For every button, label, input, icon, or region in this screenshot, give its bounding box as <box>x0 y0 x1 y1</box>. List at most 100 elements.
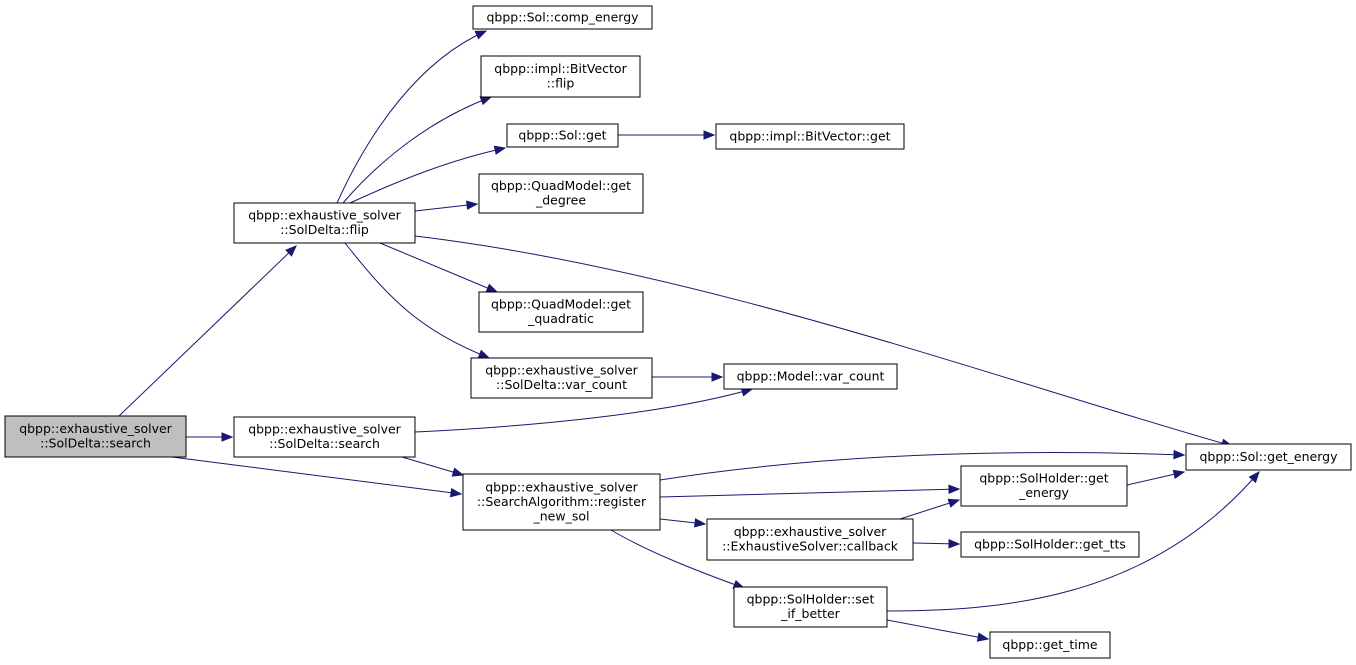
node-n2[interactable]: qbpp::exhaustive_solver::SolDelta::searc… <box>233 416 416 458</box>
arrowhead-icon <box>1173 449 1186 460</box>
edge-n14-to-n10 <box>1126 469 1186 486</box>
node-box <box>706 518 914 561</box>
node-label: qbpp::exhaustive_solver <box>19 421 172 436</box>
node-n1[interactable]: qbpp::exhaustive_solver::SolDelta::flip <box>233 202 416 244</box>
edges-layer <box>118 30 1260 642</box>
edge-n0-to-n1 <box>118 245 297 417</box>
node-box <box>4 415 187 458</box>
node-label: qbpp::QuadModel::get <box>491 178 631 193</box>
node-n17[interactable]: qbpp::get_time <box>989 631 1111 659</box>
arrowhead-icon <box>1172 469 1186 479</box>
node-n7[interactable]: qbpp::QuadModel::get_degree <box>478 173 644 214</box>
node-label: qbpp::exhaustive_solver <box>248 422 401 437</box>
arrowhead-icon <box>948 539 961 549</box>
edge-n2-to-n3 <box>401 456 465 477</box>
node-box <box>480 55 641 98</box>
node-n6[interactable]: qbpp::Sol::get <box>506 123 619 148</box>
edge-n1-to-n6 <box>349 145 507 204</box>
edge-line <box>349 147 506 204</box>
node-box <box>960 465 1128 507</box>
node-n13[interactable]: qbpp::exhaustive_solver::ExhaustiveSolve… <box>706 518 914 561</box>
node-box <box>478 291 644 333</box>
edge-line <box>610 529 745 589</box>
node-label: ::SolDelta::var_count <box>496 377 627 392</box>
node-label: qbpp::QuadModel::get <box>491 297 631 312</box>
node-n3[interactable]: qbpp::exhaustive_solver::SearchAlgorithm… <box>462 473 661 531</box>
arrowhead-icon <box>703 130 716 140</box>
edge-n1-to-n8 <box>379 242 499 293</box>
edge-line <box>344 242 490 359</box>
edge-line <box>414 388 753 433</box>
node-box <box>715 123 905 150</box>
edge-n1-to-n10 <box>414 235 1234 448</box>
edge-n1-to-n5 <box>342 96 493 204</box>
edge-n1-to-n7 <box>414 200 479 212</box>
node-n8[interactable]: qbpp::QuadModel::get_quadratic <box>478 291 644 333</box>
edge-line <box>379 242 498 293</box>
node-n11[interactable]: qbpp::impl::BitVector::get <box>715 123 905 150</box>
edge-line <box>414 235 1233 447</box>
edge-n1-to-n9 <box>344 242 491 359</box>
node-n5[interactable]: qbpp::impl::BitVector::flip <box>480 55 641 98</box>
node-label: qbpp::Sol::get_energy <box>1200 449 1339 464</box>
node-label: qbpp::exhaustive_solver <box>485 363 638 378</box>
node-n12[interactable]: qbpp::Model::var_count <box>723 363 898 390</box>
node-label: qbpp::impl::BitVector <box>494 61 627 76</box>
node-box <box>506 123 619 148</box>
node-label: qbpp::SolHolder::get <box>979 471 1108 486</box>
node-box <box>470 357 653 399</box>
arrowhead-icon <box>711 372 724 382</box>
node-box <box>233 202 416 244</box>
node-label: _new_sol <box>533 508 590 523</box>
arrowhead-icon <box>451 467 465 477</box>
node-label: ::flip <box>547 76 575 91</box>
node-label: ::SolDelta::flip <box>280 222 369 237</box>
edge-line <box>342 96 492 204</box>
edge-n1-to-n4 <box>336 30 488 204</box>
node-box <box>723 363 898 390</box>
nodes-layer: qbpp::exhaustive_solver::SolDelta::searc… <box>4 5 1352 659</box>
arrowhead-icon <box>485 283 499 293</box>
arrowhead-icon <box>221 432 234 442</box>
edge-n3-to-n13 <box>659 518 707 528</box>
node-box <box>462 473 661 531</box>
node-n15[interactable]: qbpp::SolHolder::set_if_better <box>733 586 888 628</box>
node-label: qbpp::Model::var_count <box>737 368 885 383</box>
edge-line <box>659 452 1185 481</box>
edge-n15-to-n17 <box>886 619 990 642</box>
node-n10[interactable]: qbpp::Sol::get_energy <box>1185 443 1352 471</box>
edge-n3-to-n10 <box>659 449 1186 481</box>
node-n4[interactable]: qbpp::Sol::comp_energy <box>472 5 653 30</box>
node-box <box>478 173 644 214</box>
edge-n3-to-n15 <box>610 529 746 589</box>
edge-n3-to-n14 <box>659 484 961 498</box>
arrowhead-icon <box>948 484 961 495</box>
edge-line <box>171 456 462 495</box>
edge-line <box>886 471 1260 612</box>
node-label: qbpp::exhaustive_solver <box>485 479 638 494</box>
node-box <box>233 416 416 458</box>
node-label: qbpp::SolHolder::set <box>747 592 875 607</box>
edge-n13-to-n16 <box>912 539 961 549</box>
edge-line <box>118 245 297 417</box>
node-label: qbpp::SolHolder::get_tts <box>974 536 1126 551</box>
arrowhead-icon <box>976 632 990 642</box>
edge-n6-to-n11 <box>618 130 716 140</box>
node-label: ::SolDelta::search <box>269 436 380 451</box>
node-n9[interactable]: qbpp::exhaustive_solver::SolDelta::var_c… <box>470 357 653 399</box>
node-label: ::SolDelta::search <box>40 436 151 451</box>
node-label: _degree <box>535 193 586 208</box>
arrowhead-icon <box>477 349 491 359</box>
arrowhead-icon <box>479 96 493 106</box>
node-label: _quadratic <box>527 311 594 326</box>
node-box <box>1185 443 1352 471</box>
node-n16[interactable]: qbpp::SolHolder::get_tts <box>960 531 1140 558</box>
node-label: qbpp::impl::BitVector::get <box>729 128 890 143</box>
arrowhead-icon <box>1248 470 1260 484</box>
node-label: _energy <box>1018 485 1069 500</box>
arrowhead-icon <box>474 30 488 40</box>
edge-line <box>401 456 464 476</box>
node-n14[interactable]: qbpp::SolHolder::get_energy <box>960 465 1128 507</box>
arrowhead-icon <box>493 145 507 155</box>
